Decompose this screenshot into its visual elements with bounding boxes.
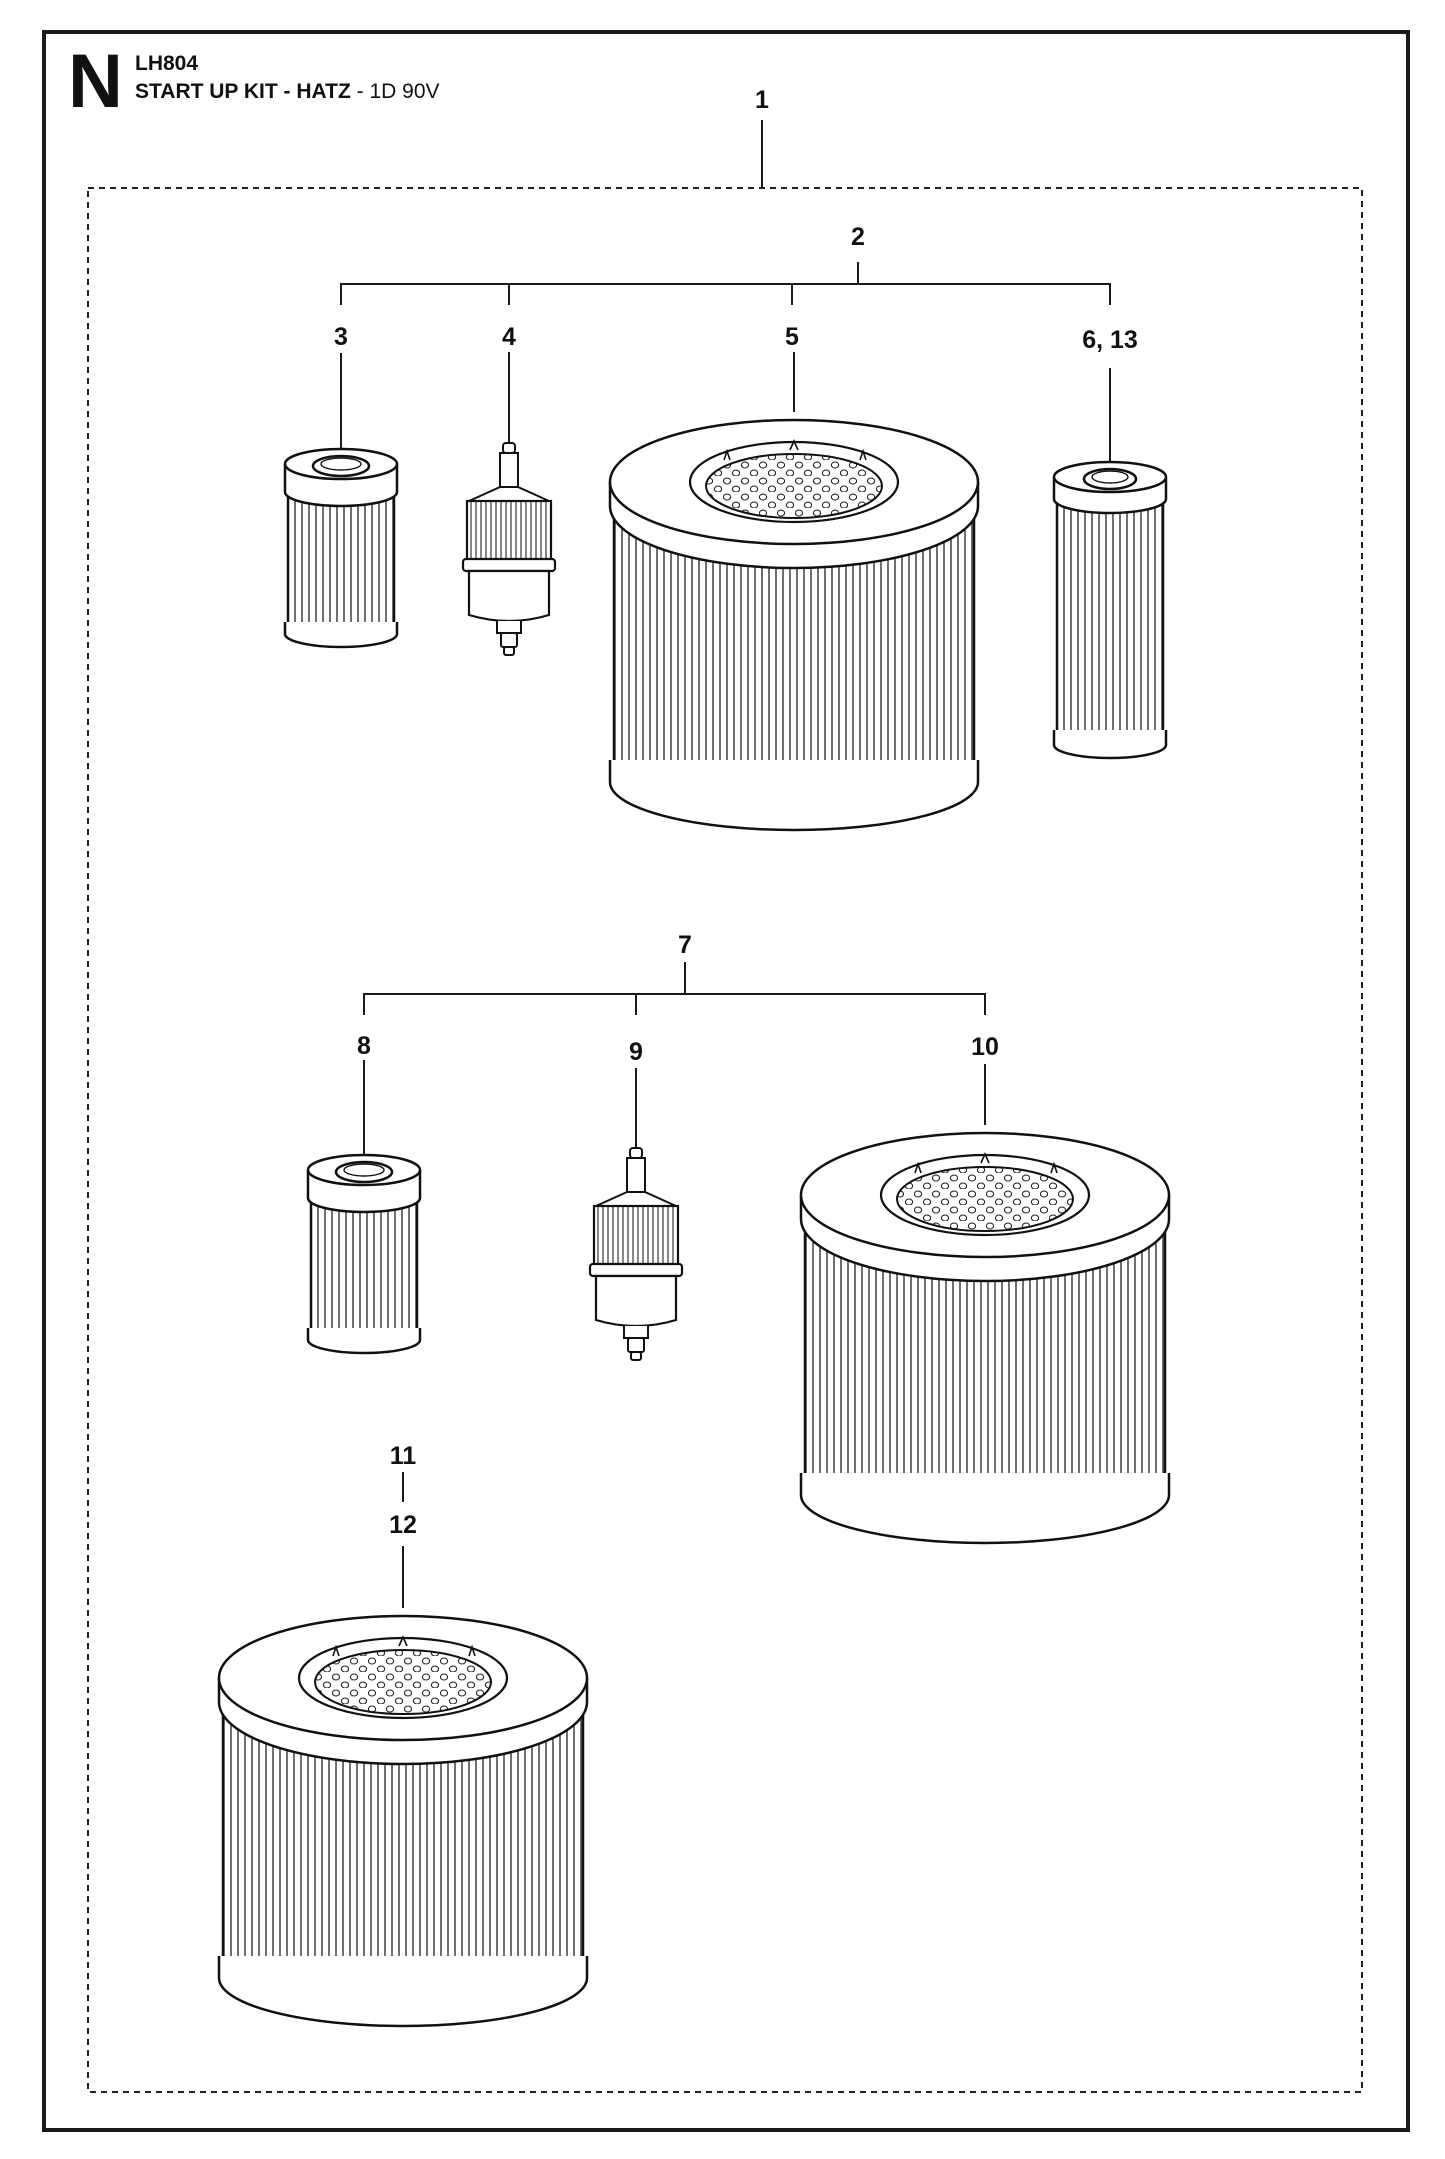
fuel-filter-part-9 (588, 1146, 684, 1362)
callout-8: 8 (357, 1032, 371, 1060)
air-filter-part-11-12 (217, 1614, 589, 2028)
callout-4: 4 (502, 323, 516, 351)
leader-lines (340, 120, 1111, 1608)
callout-11: 11 (390, 1442, 417, 1470)
fuel-filter-part-4 (461, 441, 557, 657)
callout-6-13: 6, 13 (1082, 326, 1138, 354)
callout-3: 3 (334, 323, 348, 351)
callout-5: 5 (785, 323, 799, 351)
callout-12: 12 (389, 1511, 417, 1539)
callout-10: 10 (971, 1033, 999, 1061)
air-filter-part-5 (608, 418, 980, 832)
callout-1: 1 (755, 86, 769, 114)
kit-boundary (87, 187, 1363, 2093)
oil-filter-part-3 (283, 447, 399, 649)
section-letter: N (68, 39, 123, 124)
filter-part-6-13 (1052, 460, 1168, 760)
page-frame (42, 30, 1410, 2132)
callout-7: 7 (678, 931, 692, 959)
oil-filter-part-8 (306, 1153, 422, 1355)
model-number: LH804 (135, 52, 199, 75)
callout-9: 9 (629, 1038, 643, 1066)
callout-2: 2 (851, 223, 865, 251)
title-regular: - 1D 90V (350, 80, 440, 103)
air-filter-part-10 (799, 1131, 1171, 1545)
diagram-title: START UP KIT - HATZ - 1D 90V (135, 80, 440, 104)
title-bold: START UP KIT - HATZ (135, 80, 351, 103)
